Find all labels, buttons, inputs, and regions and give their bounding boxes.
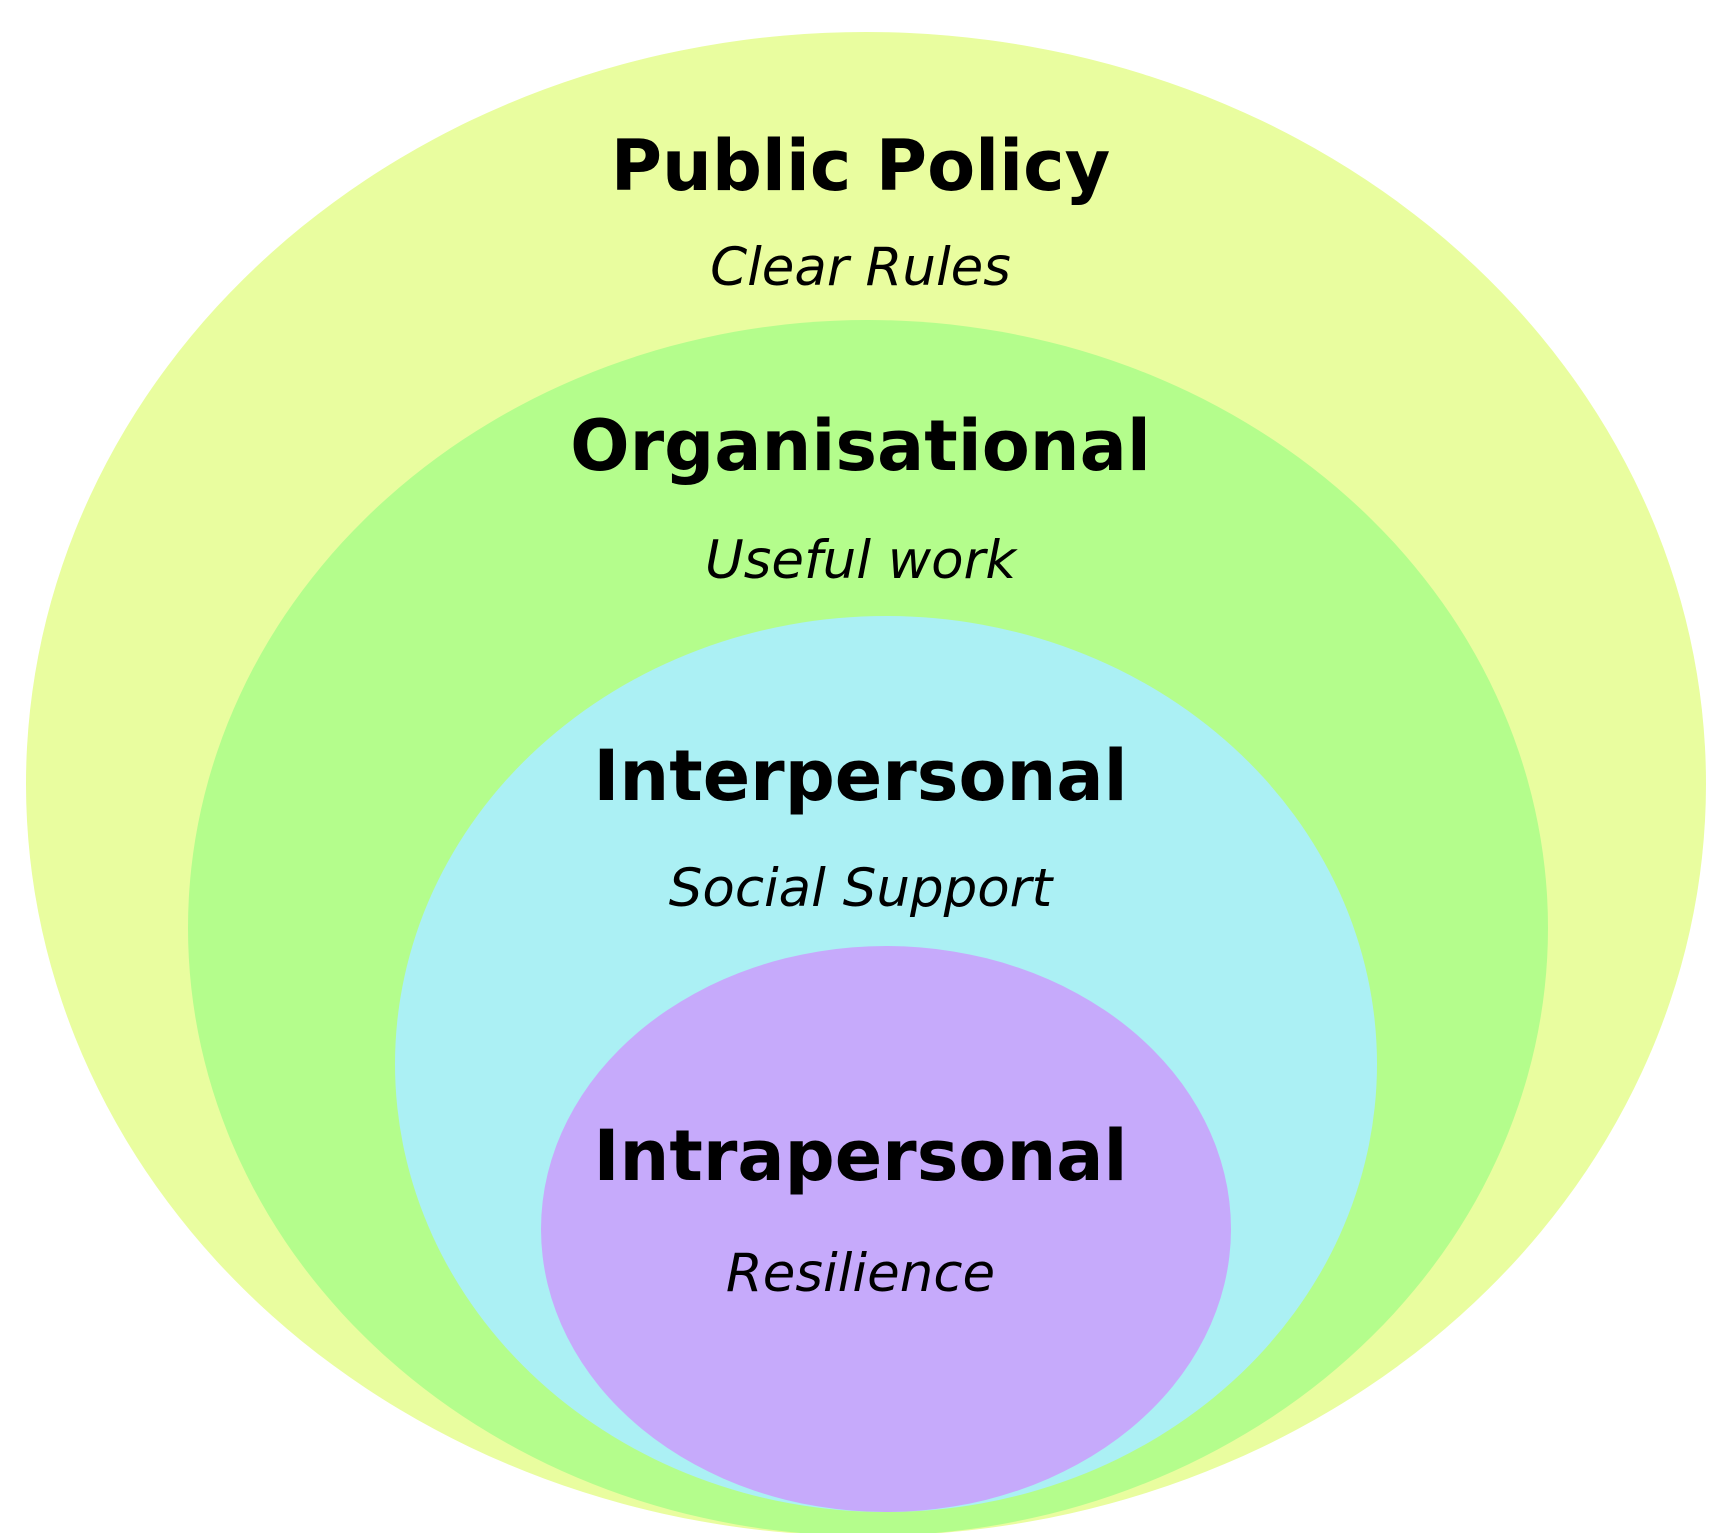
public-policy-title: Public Policy [610, 125, 1111, 207]
public-policy-subtitle: Clear Rules [710, 237, 1011, 298]
intrapersonal-ellipse [541, 946, 1231, 1512]
organisational-subtitle: Useful work [704, 530, 1017, 591]
intrapersonal-title: Intrapersonal [593, 1115, 1128, 1197]
organisational-title: Organisational [570, 405, 1151, 487]
interpersonal-subtitle: Social Support [668, 858, 1053, 919]
interpersonal-title: Interpersonal [593, 735, 1128, 817]
intrapersonal-subtitle: Resilience [725, 1243, 996, 1304]
